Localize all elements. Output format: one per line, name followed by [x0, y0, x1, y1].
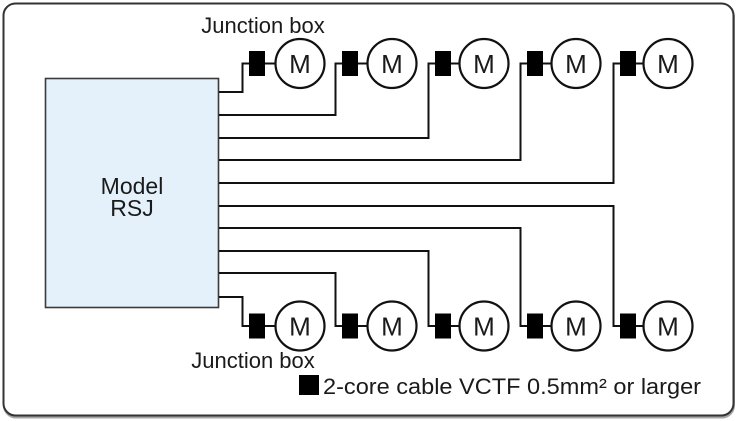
cable-bottom-5 — [219, 205, 620, 327]
junction-box-top-2 — [342, 51, 358, 76]
motor-label-top-2: M — [381, 49, 403, 79]
junction-box-bottom-4 — [527, 313, 543, 339]
junction-box-top-5 — [620, 51, 636, 76]
cable-top-2 — [219, 62, 342, 116]
model-rsj-label-line1: Model — [101, 173, 164, 199]
motor-circle-top-4 — [550, 37, 602, 90]
motor-circle-bottom-4 — [550, 300, 602, 352]
model-rsj-box — [44, 77, 220, 309]
motor-circle-top-3 — [458, 37, 510, 90]
junction-box-bottom-3 — [435, 313, 451, 339]
motor-label-top-4: M — [565, 49, 587, 79]
junction-box-bottom-1 — [249, 313, 265, 339]
cable-top-5 — [219, 62, 620, 184]
junction-box-top-4 — [527, 51, 543, 76]
junction-box-top-1 — [249, 51, 265, 76]
motor-label-bottom-3: M — [473, 311, 495, 341]
motor-circle-bottom-1 — [274, 300, 326, 352]
cable-top-1 — [219, 62, 249, 93]
motor-circle-top-5 — [642, 37, 694, 90]
motor-circle-bottom-3 — [458, 300, 510, 352]
motor-label-bottom-1: M — [289, 311, 311, 341]
cable-bottom-1 — [219, 296, 249, 327]
motor-label-top-5: M — [657, 49, 679, 79]
cable-bottom-3 — [219, 250, 435, 327]
junction-box-top-3 — [435, 51, 451, 76]
cable-top-4 — [219, 62, 527, 161]
motor-label-top-1: M — [289, 49, 311, 79]
cable-top-3 — [219, 62, 435, 139]
model-rsj-label-line2: RSJ — [110, 195, 153, 221]
cable-bottom-2 — [219, 272, 342, 327]
junction-box-label-bottom: Junction box — [191, 348, 315, 373]
cable-bottom-4 — [219, 227, 527, 327]
junction-box-bottom-2 — [342, 313, 358, 339]
legend-junction-box-swatch-icon — [299, 375, 319, 395]
junction-box-label-top: Junction box — [201, 13, 325, 38]
motor-label-bottom-4: M — [565, 311, 587, 341]
legend-text: 2-core cable VCTF 0.5mm² or larger — [323, 374, 701, 399]
motor-label-bottom-5: M — [657, 311, 679, 341]
motor-label-bottom-2: M — [381, 311, 403, 341]
motor-circle-top-1 — [274, 37, 326, 90]
motor-circle-bottom-2 — [366, 300, 418, 352]
motor-label-top-3: M — [473, 49, 495, 79]
junction-box-bottom-5 — [620, 313, 636, 339]
motor-circle-top-2 — [366, 37, 418, 90]
motor-circle-bottom-5 — [642, 300, 694, 352]
